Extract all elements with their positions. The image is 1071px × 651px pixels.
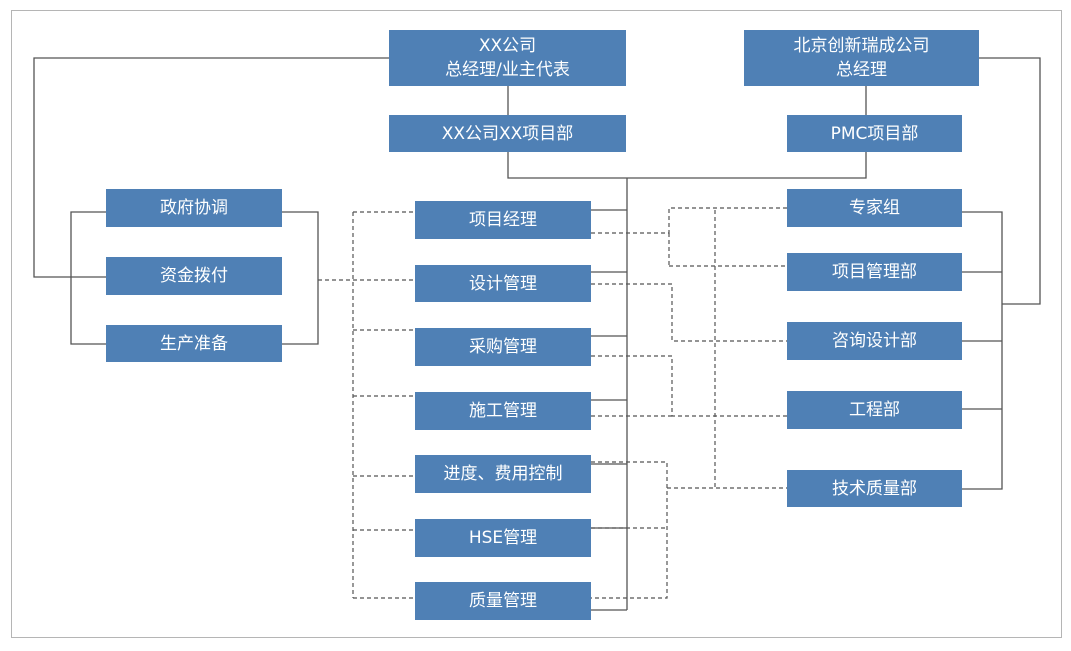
center-item-label: 采购管理 xyxy=(469,337,537,357)
owner-gm-box: XX公司 总经理/业主代表 xyxy=(389,30,626,86)
diagram-frame xyxy=(11,10,1062,638)
center-item-schedule-cost-control: 进度、费用控制 xyxy=(415,455,591,493)
left-item-label: 生产准备 xyxy=(160,333,228,354)
center-item-label: 设计管理 xyxy=(469,273,537,294)
center-item-label: 项目经理 xyxy=(469,210,537,230)
left-item-fund-allocation: 资金拨付 xyxy=(106,257,282,295)
center-item-hse-management: HSE管理 xyxy=(415,519,591,557)
right-item-label: 专家组 xyxy=(849,198,900,218)
center-item-construction-management: 施工管理 xyxy=(415,392,591,430)
depts-to-trunk-line xyxy=(507,152,867,179)
left-bracket-line xyxy=(70,211,106,345)
left-item-label: 资金拨付 xyxy=(160,266,228,286)
right-item-label: 项目管理部 xyxy=(832,262,917,282)
left-item-production-prep: 生产准备 xyxy=(106,325,282,362)
left-item-label: 政府协调 xyxy=(160,198,228,218)
left-item-gov-coordination: 政府协调 xyxy=(106,189,282,227)
owner-gm-line1: XX公司 xyxy=(478,36,537,56)
pmc-project-dept-label: PMC项目部 xyxy=(830,123,919,144)
pmc-to-right-line xyxy=(979,57,1041,305)
owner-project-dept-box: XX公司XX项目部 xyxy=(389,115,626,152)
pmc-company-line2: 总经理 xyxy=(836,60,887,80)
right-item-technical-quality-dept: 技术质量部 xyxy=(787,470,962,507)
right-item-label: 技术质量部 xyxy=(832,478,917,499)
right-item-consulting-design-dept: 咨询设计部 xyxy=(787,322,962,360)
pmc-company-line1: 北京创新瑞成公司 xyxy=(793,36,930,56)
center-item-procurement-management: 采购管理 xyxy=(415,328,591,366)
center-item-quality-management: 质量管理 xyxy=(415,582,591,620)
center-item-label: 施工管理 xyxy=(469,401,537,421)
right-item-engineering-dept: 工程部 xyxy=(787,391,962,429)
left-bracket-right-line xyxy=(282,211,319,345)
owner-gm-line2: 总经理/业主代表 xyxy=(445,60,570,80)
pmc-company-gm-box: 北京创新瑞成公司 总经理 xyxy=(744,30,979,86)
center-item-project-manager: 项目经理 xyxy=(415,201,591,239)
right-item-label: 咨询设计部 xyxy=(832,331,917,351)
owner-to-left-line xyxy=(33,57,389,278)
center-item-label: 质量管理 xyxy=(469,591,537,611)
right-bracket-line xyxy=(962,211,1003,490)
owner-project-dept-label: XX公司XX项目部 xyxy=(441,123,574,144)
pmc-project-dept-box: PMC项目部 xyxy=(787,115,962,152)
right-item-expert-group: 专家组 xyxy=(787,189,962,227)
center-item-label: 进度、费用控制 xyxy=(443,464,563,484)
center-item-label: HSE管理 xyxy=(468,528,538,548)
right-item-project-management-dept: 项目管理部 xyxy=(787,253,962,291)
right-item-label: 工程部 xyxy=(849,400,900,420)
center-item-design-management: 设计管理 xyxy=(415,265,591,302)
